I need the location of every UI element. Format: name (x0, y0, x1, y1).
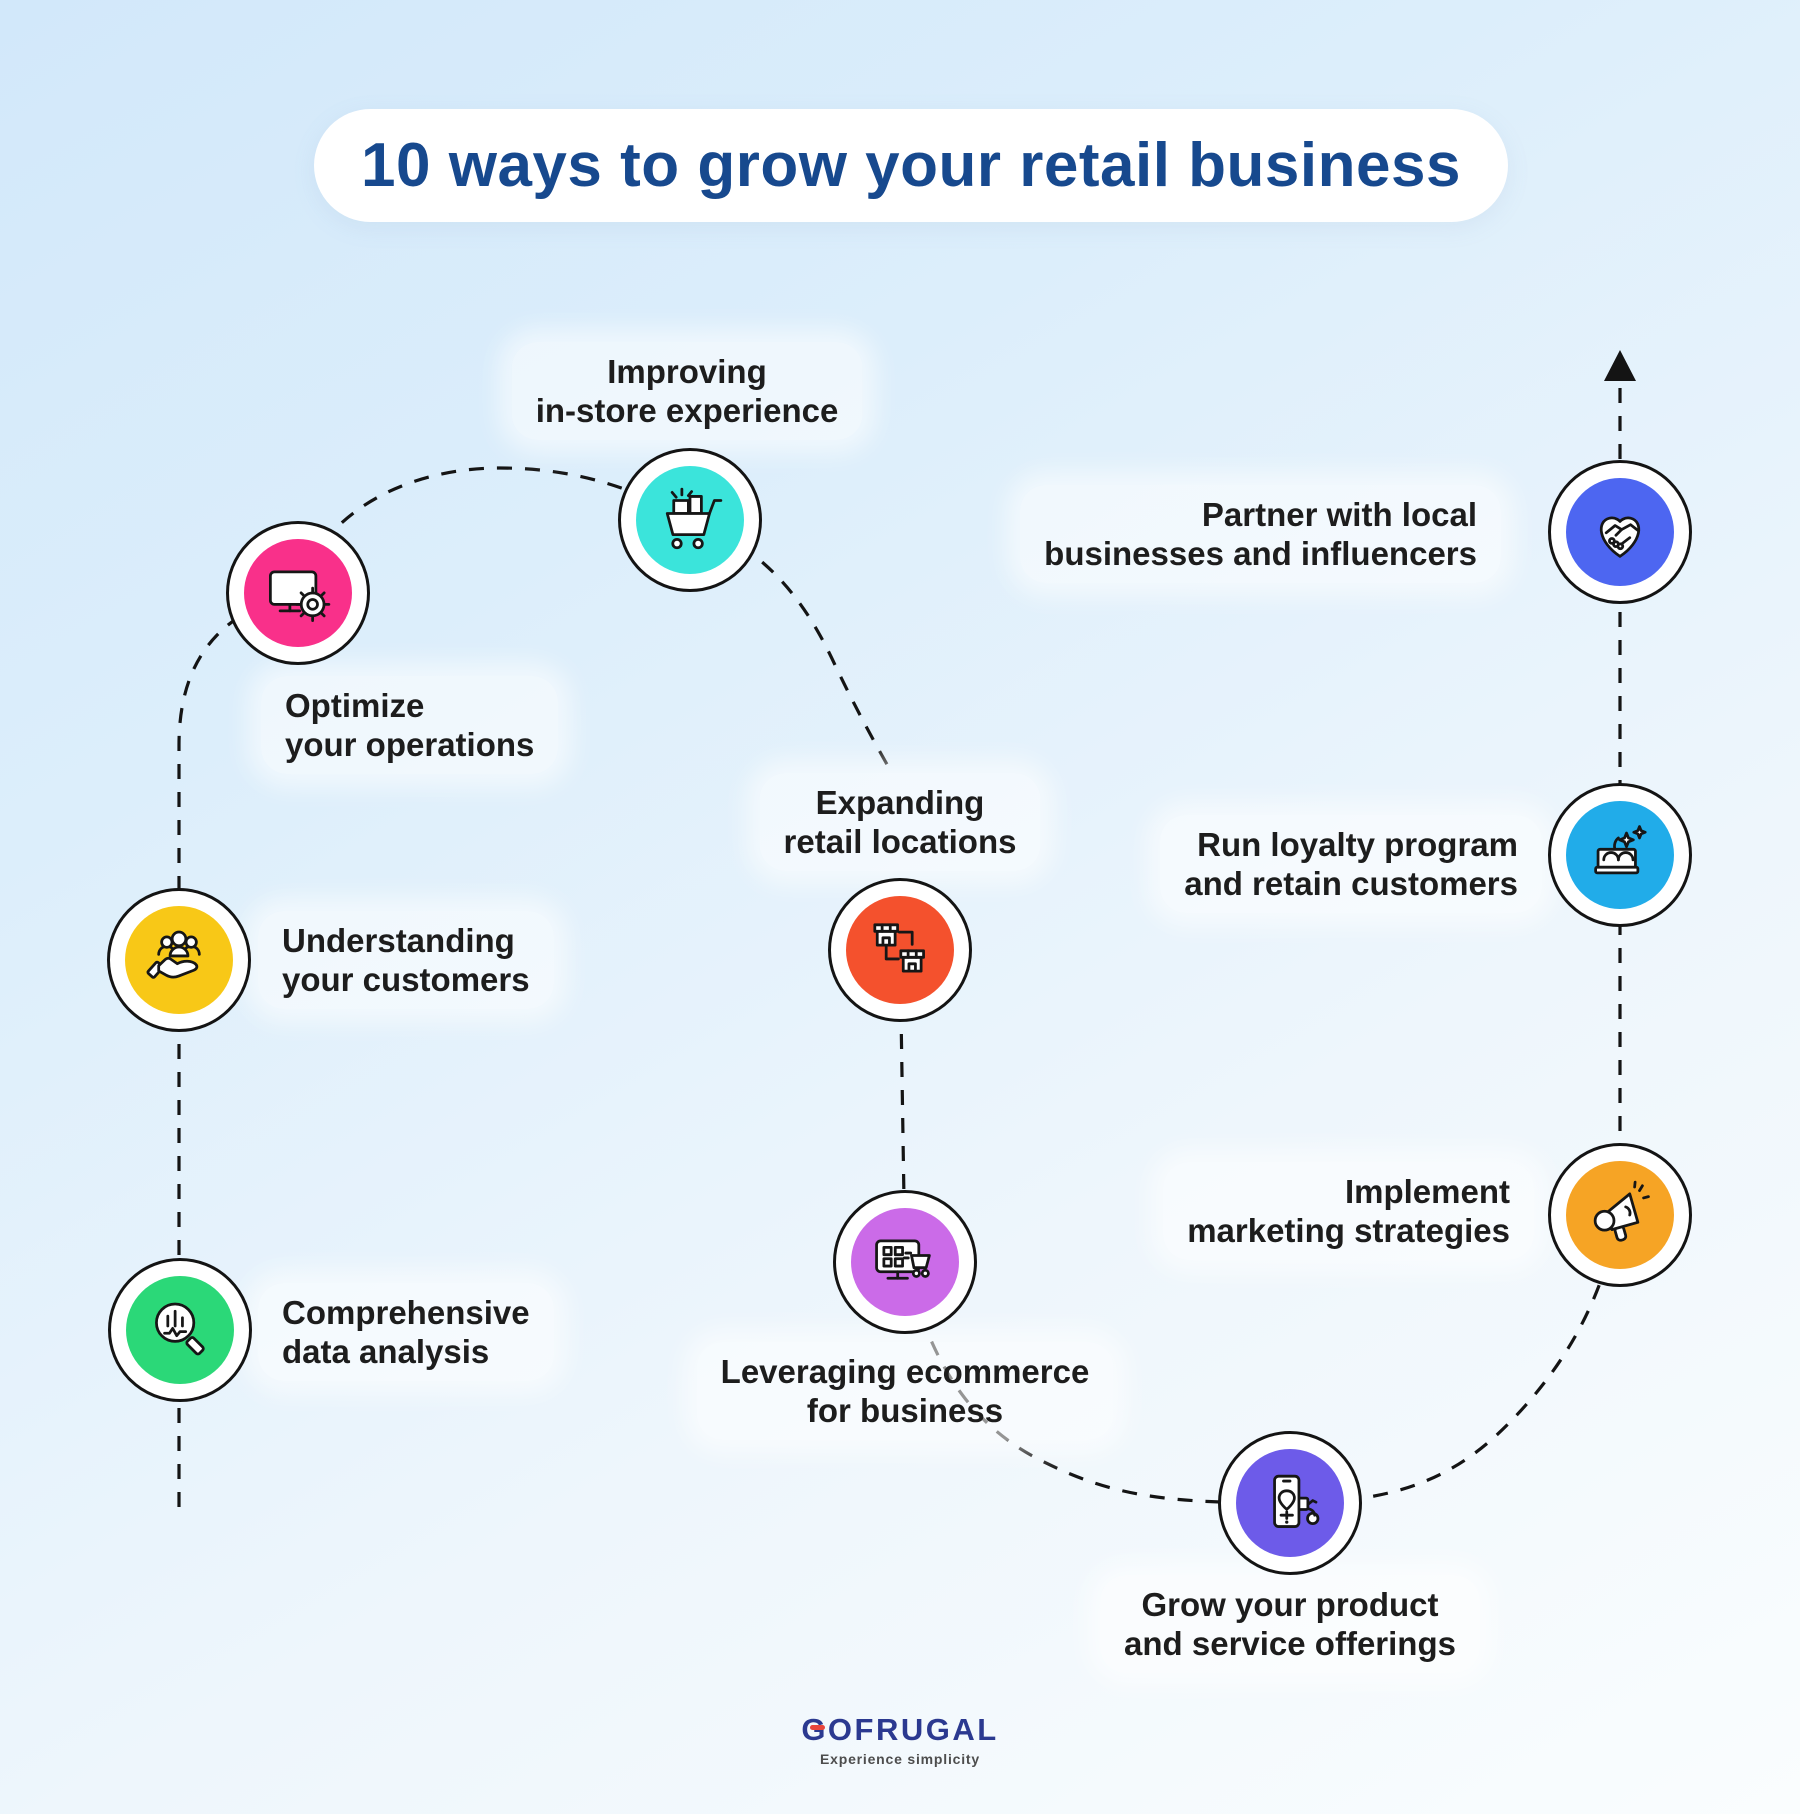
node-leveraging-ecommerce (833, 1190, 977, 1334)
node-grow-product-offerings (1218, 1431, 1362, 1575)
node-understanding-customers (107, 888, 251, 1032)
gofrugal-logo: GOFRUGAL (801, 1712, 999, 1747)
shopping-cart-icon (665, 487, 723, 550)
hand-people-icon (146, 930, 201, 979)
gift-stars-icon (1594, 825, 1647, 875)
logo-g-accent (810, 1725, 826, 1730)
magnifier-chart-icon (155, 1302, 205, 1356)
megaphone-icon (1593, 1180, 1650, 1242)
node-implement-marketing (1548, 1143, 1692, 1287)
monitor-cart-icon (875, 1239, 931, 1280)
node-comprehensive-data-analysis (108, 1258, 252, 1402)
monitor-gear-icon (268, 570, 331, 623)
phone-delivery-icon (1273, 1474, 1320, 1528)
page-title: 10 ways to grow your retail business (361, 131, 1461, 200)
handshake-heart-icon (1599, 516, 1641, 558)
arrow-up-icon (1604, 350, 1636, 381)
stores-network-icon (873, 923, 925, 973)
node-optimize-operations (226, 521, 370, 665)
footer-brand: GOFRUGAL Experience simplicity (0, 1712, 1800, 1767)
brand-tagline: Experience simplicity (820, 1751, 980, 1767)
node-expanding-retail-locations (828, 878, 972, 1022)
node-improving-in-store-experience (618, 448, 762, 592)
node-partner-local-businesses (1548, 460, 1692, 604)
title-pill: 10 ways to grow your retail business (314, 109, 1508, 222)
node-run-loyalty-program (1548, 783, 1692, 927)
